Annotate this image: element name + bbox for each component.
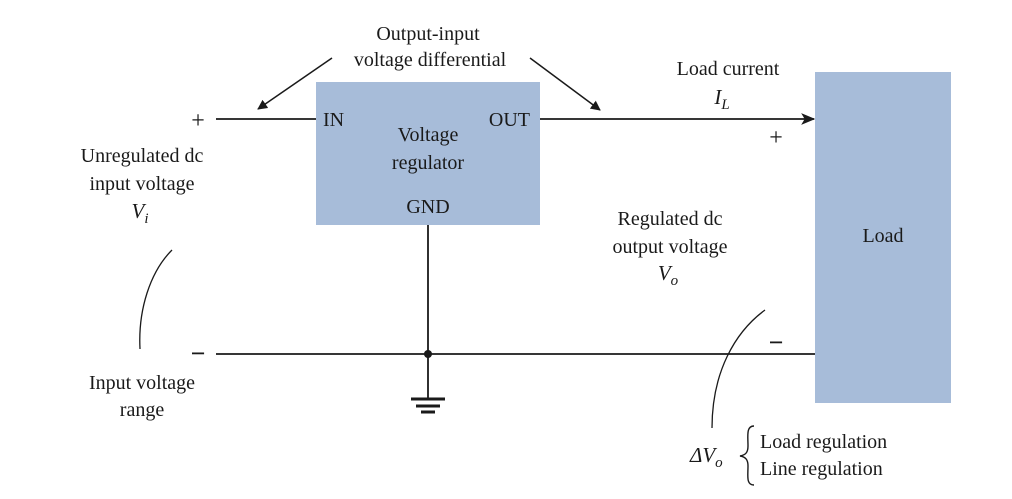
wires	[216, 113, 816, 398]
delta-brace	[739, 425, 755, 486]
pin-out-label: OUT	[489, 109, 530, 131]
pin-gnd-label: GND	[406, 196, 449, 218]
output-delta-leader	[711, 309, 766, 429]
delta-vo-symbol: ΔVo	[689, 443, 723, 471]
input-minus-sign: −	[191, 339, 206, 368]
differential-label-line2: voltage differential	[354, 49, 507, 71]
input-plus-sign: +	[191, 108, 205, 134]
junction-dot-icon	[424, 350, 432, 358]
output-voltage-symbol: Vo	[658, 261, 679, 289]
regulator-label-line1: Voltage	[398, 124, 459, 146]
output-plus-sign: +	[769, 125, 783, 151]
output-label-line1: Regulated dc	[618, 208, 723, 230]
output-minus-sign: −	[769, 328, 784, 357]
input-label-line1: Unregulated dc	[81, 145, 204, 167]
differential-label-line1: Output-input	[376, 23, 480, 45]
input-range-line1: Input voltage	[89, 372, 195, 394]
input-label-line2: input voltage	[90, 173, 195, 195]
line-regulation-label: Line regulation	[760, 458, 883, 480]
load-label: Load	[862, 225, 903, 247]
load-current-symbol: IL	[713, 85, 729, 113]
input-voltage-symbol: Vi	[132, 199, 149, 227]
input-range-leader	[139, 249, 173, 350]
ground-icon	[411, 397, 445, 414]
differential-arrow-left	[257, 57, 333, 110]
differential-arrow-right	[529, 57, 601, 111]
pin-in-label: IN	[323, 109, 344, 131]
load-block	[815, 72, 951, 403]
load-current-label: Load current	[677, 58, 780, 80]
input-range-line2: range	[120, 399, 165, 421]
output-label-line2: output voltage	[613, 236, 728, 258]
regulator-label-line2: regulator	[392, 152, 465, 174]
regulator-block	[316, 82, 540, 225]
load-regulation-label: Load regulation	[760, 431, 887, 453]
